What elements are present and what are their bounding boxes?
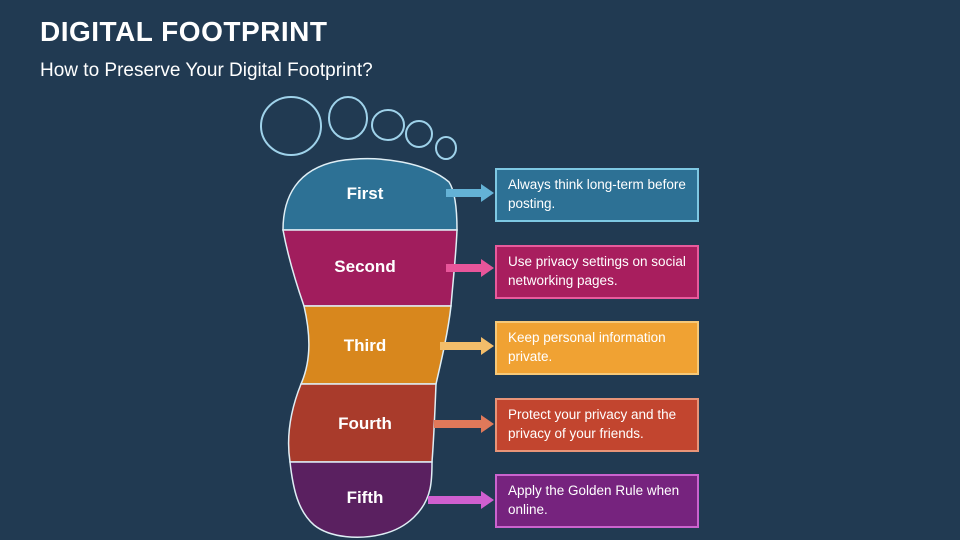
big-toe-icon <box>260 96 322 156</box>
tip-box-fifth: Apply the Golden Rule when online. <box>495 474 699 528</box>
tip-text: Keep personal information private. <box>508 330 666 364</box>
foot-segment-fifth <box>289 461 433 538</box>
segment-label-second: Second <box>334 257 396 276</box>
footprint-graphic <box>260 96 458 538</box>
segment-label-third: Third <box>343 336 387 355</box>
arrow-second-icon <box>446 259 494 277</box>
tip-box-third: Keep personal information private. <box>495 321 699 375</box>
arrow-head <box>481 337 494 355</box>
toe-icon <box>328 96 368 140</box>
tip-box-second: Use privacy settings on social networkin… <box>495 245 699 299</box>
toe-icon <box>405 120 433 148</box>
tip-text: Protect your privacy and the privacy of … <box>508 407 677 441</box>
toe-icon <box>435 136 457 160</box>
arrow-fourth-icon <box>434 415 494 433</box>
segment-label-first: First <box>346 184 384 203</box>
arrow-shaft <box>446 264 481 272</box>
segment-label-fifth: Fifth <box>346 488 384 507</box>
tip-text: Use privacy settings on social networkin… <box>508 254 686 288</box>
arrow-shaft <box>428 496 481 504</box>
tip-box-first: Always think long-term before posting. <box>495 168 699 222</box>
page-subtitle: How to Preserve Your Digital Footprint? <box>40 60 373 81</box>
arrow-head <box>481 184 494 202</box>
toe-icon <box>371 109 405 141</box>
segment-label-fourth: Fourth <box>338 414 392 433</box>
page-title: DIGITAL FOOTPRINT <box>40 16 328 47</box>
arrow-head <box>481 415 494 433</box>
foot-segment-first <box>282 158 458 231</box>
arrow-shaft <box>446 189 481 197</box>
arrow-shaft <box>434 420 481 428</box>
arrow-fifth-icon <box>428 491 494 509</box>
arrow-third-icon <box>440 337 494 355</box>
arrow-head <box>481 491 494 509</box>
arrow-first-icon <box>446 184 494 202</box>
arrow-head <box>481 259 494 277</box>
tip-text: Apply the Golden Rule when online. <box>508 483 680 517</box>
tip-box-fourth: Protect your privacy and the privacy of … <box>495 398 699 452</box>
arrow-shaft <box>440 342 481 350</box>
tip-text: Always think long-term before posting. <box>508 177 686 211</box>
